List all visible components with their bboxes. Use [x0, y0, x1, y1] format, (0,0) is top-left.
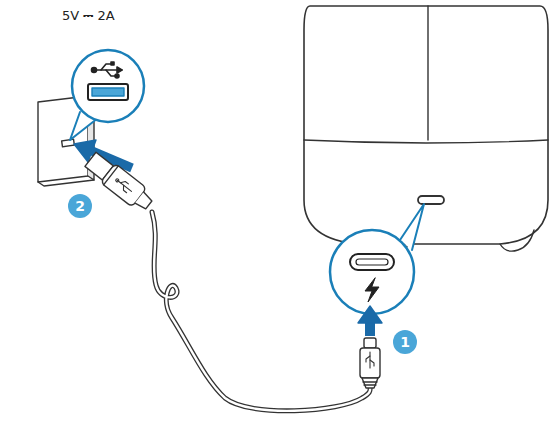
usb-c-plug	[360, 338, 380, 388]
power-spec: 5V ⎓ 2A	[62, 8, 115, 24]
speaker	[304, 6, 548, 252]
callout-number: 2	[68, 194, 92, 218]
usb-a-plug	[83, 150, 156, 214]
socket-zoom	[70, 50, 144, 140]
port-zoom	[330, 204, 424, 314]
callout-number: 1	[393, 330, 417, 354]
